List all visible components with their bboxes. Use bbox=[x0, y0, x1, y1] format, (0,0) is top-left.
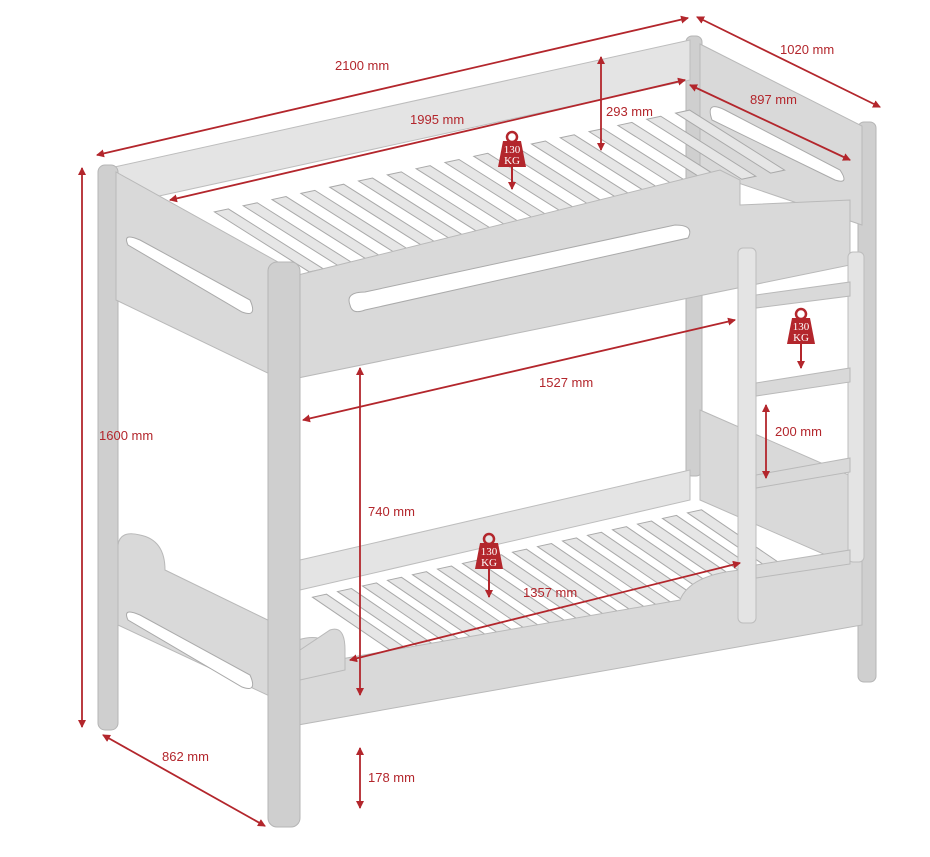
svg-text:KG: KG bbox=[481, 557, 497, 569]
dim-ladder-depth bbox=[102, 734, 266, 827]
label-total-length: 2100 mm bbox=[335, 58, 389, 73]
dimension-lines bbox=[78, 15, 881, 827]
svg-text:130: 130 bbox=[481, 546, 498, 558]
bottom-left-headboard bbox=[117, 533, 279, 701]
dim-inner-width bbox=[689, 84, 851, 161]
label-bunk-clearance: 740 mm bbox=[368, 504, 415, 519]
label-bottom-mattress: 1357 mm bbox=[523, 585, 577, 600]
svg-text:130: 130 bbox=[504, 144, 521, 156]
top-front-rail bbox=[297, 169, 851, 379]
label-ladder-depth: 862 mm bbox=[162, 749, 209, 764]
ladder-rail-right bbox=[847, 251, 865, 563]
weight-icon-ladder: 130 KG bbox=[787, 307, 815, 369]
svg-text:KG: KG bbox=[504, 155, 520, 167]
label-inner-length: 1995 mm bbox=[410, 112, 464, 127]
weight-icon-bottom: 130 KG bbox=[475, 532, 503, 598]
label-inner-width: 897 mm bbox=[750, 92, 797, 107]
dim-top-opening bbox=[302, 317, 736, 423]
ladder-rung bbox=[755, 367, 851, 397]
front-right-post bbox=[267, 261, 301, 828]
dim-bottom-mattress bbox=[349, 560, 741, 663]
handle-cutout bbox=[126, 611, 254, 689]
svg-text:KG: KG bbox=[793, 332, 809, 344]
weight-icon-top: 130 KG bbox=[498, 130, 526, 190]
label-guard-height: 293 mm bbox=[606, 104, 653, 119]
dimension-labels: 2100 mm 1020 mm 1995 mm 897 mm 293 mm 16… bbox=[99, 42, 834, 785]
label-total-height: 1600 mm bbox=[99, 428, 153, 443]
svg-text:130: 130 bbox=[793, 321, 810, 333]
bed-frame bbox=[97, 35, 877, 828]
ladder-rung bbox=[755, 281, 851, 309]
label-total-width: 1020 mm bbox=[780, 42, 834, 57]
guard-cutout bbox=[348, 224, 691, 313]
ladder-rung bbox=[755, 457, 851, 489]
label-rung-spacing: 200 mm bbox=[775, 424, 822, 439]
label-top-opening: 1527 mm bbox=[539, 375, 593, 390]
label-floor-clearance: 178 mm bbox=[368, 770, 415, 785]
ladder[interactable] bbox=[737, 247, 865, 624]
bottom-footboard-bump bbox=[299, 628, 346, 681]
ladder-rail-left bbox=[737, 247, 757, 624]
ladder-rung bbox=[755, 549, 851, 579]
handle-cutout bbox=[126, 236, 254, 314]
front-left-post bbox=[97, 164, 119, 731]
